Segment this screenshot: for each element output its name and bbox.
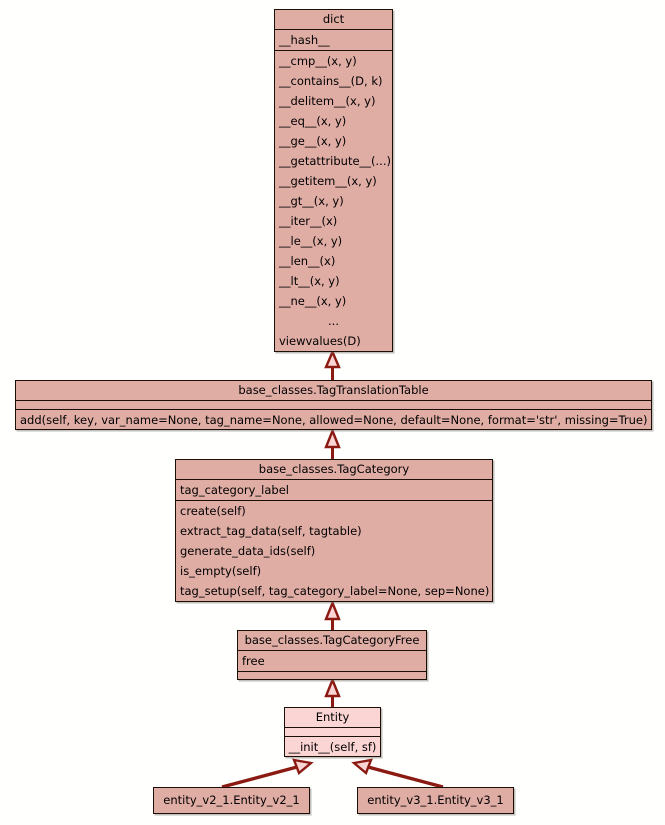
method-row: is_empty(self) xyxy=(180,564,262,578)
edge-entity-to-tagcategoryfree xyxy=(324,676,341,707)
class-attributes-compartment: tag_category_label xyxy=(176,480,492,501)
class-name-entity-v3-1: entity_v3_1.Entity_v3_1 xyxy=(367,793,504,807)
attribute-row: free xyxy=(242,654,265,668)
class-box-entity-v2-1[interactable]: entity_v2_1.Entity_v2_1 xyxy=(153,787,310,814)
class-name-tagcategoryfree: base_classes.TagCategoryFree xyxy=(244,633,420,647)
class-box-dict[interactable]: dict __hash__ __cmp__(x, y) __contains__… xyxy=(274,9,393,352)
method-row: __eq__(x, y) xyxy=(279,114,347,128)
method-row: generate_data_ids(self) xyxy=(180,544,316,558)
class-name-entity: Entity xyxy=(315,710,350,724)
method-row: tag_setup(self, tag_category_label=None,… xyxy=(180,584,490,598)
class-name-dict: dict xyxy=(322,12,345,26)
attributes-empty xyxy=(285,728,380,736)
class-name-entity-v2-1: entity_v2_1.Entity_v2_1 xyxy=(163,793,300,807)
method-row: add(self, key, var_name=None, tag_name=N… xyxy=(20,413,648,427)
edge-tagcategory-to-tagtranslationtable xyxy=(324,427,341,460)
method-row: __ne__(x, y) xyxy=(279,294,347,308)
class-title-compartment: base_classes.TagCategoryFree xyxy=(238,631,426,651)
method-row: __ge__(x, y) xyxy=(279,134,347,148)
class-title-compartment: base_classes.TagCategory xyxy=(176,460,492,480)
class-title-compartment: entity_v3_1.Entity_v3_1 xyxy=(358,788,513,812)
method-row: __gt__(x, y) xyxy=(279,194,344,208)
class-methods-compartment: __cmp__(x, y) __contains__(D, k) __delit… xyxy=(275,51,392,351)
method-row: __lt__(x, y) xyxy=(279,274,340,288)
attribute-row: __hash__ xyxy=(279,33,330,47)
method-row: __cmp__(x, y) xyxy=(279,54,357,68)
class-title-compartment: Entity xyxy=(285,708,380,728)
edge-tagtranslationtable-to-dict xyxy=(324,348,341,380)
class-methods-compartment: create(self) extract_tag_data(self, tagt… xyxy=(176,501,492,601)
class-attributes-compartment: __hash__ xyxy=(275,30,392,51)
class-title-compartment: dict xyxy=(275,10,392,30)
class-box-tagtranslationtable[interactable]: base_classes.TagTranslationTable add(sel… xyxy=(15,380,652,430)
class-name-tagcategory: base_classes.TagCategory xyxy=(258,462,410,476)
method-row: __iter__(x) xyxy=(279,214,338,228)
class-methods-compartment: __init__(self, sf) xyxy=(285,737,380,757)
class-name-tagtranslationtable: base_classes.TagTranslationTable xyxy=(238,383,429,397)
class-title-compartment: base_classes.TagTranslationTable xyxy=(16,381,651,401)
class-attributes-compartment xyxy=(16,401,651,410)
class-box-tagcategoryfree[interactable]: base_classes.TagCategoryFree free xyxy=(237,630,427,680)
edge-entity-v3-1-to-entity xyxy=(351,758,444,789)
methods-empty xyxy=(238,672,426,680)
method-row: __delitem__(x, y) xyxy=(279,94,376,108)
class-attributes-compartment: free xyxy=(238,651,426,672)
class-box-tagcategory[interactable]: base_classes.TagCategory tag_category_la… xyxy=(175,459,493,602)
method-row: __getitem__(x, y) xyxy=(279,174,377,188)
class-box-entity[interactable]: Entity __init__(self, sf) xyxy=(284,707,381,757)
method-row: viewvalues(D) xyxy=(279,334,361,348)
method-row: __le__(x, y) xyxy=(279,234,343,248)
class-attributes-compartment xyxy=(285,728,380,737)
method-row: __init__(self, sf) xyxy=(288,740,377,754)
attribute-row: tag_category_label xyxy=(180,483,289,497)
edge-entity-v2-1-to-entity xyxy=(221,758,314,789)
class-methods-compartment xyxy=(238,672,426,680)
class-title-compartment: entity_v2_1.Entity_v2_1 xyxy=(154,788,309,812)
attributes-empty xyxy=(16,401,651,409)
method-row: __len__(x) xyxy=(279,254,336,268)
method-row-ellipsis: ... xyxy=(328,314,339,328)
edge-tagcategoryfree-to-tagcategory xyxy=(324,599,341,630)
method-row: extract_tag_data(self, tagtable) xyxy=(180,524,362,538)
method-row: create(self) xyxy=(180,504,246,518)
class-methods-compartment: add(self, key, var_name=None, tag_name=N… xyxy=(16,410,651,430)
method-row: __getattribute__(...) xyxy=(279,154,391,168)
class-box-entity-v3-1[interactable]: entity_v3_1.Entity_v3_1 xyxy=(357,787,514,814)
method-row: __contains__(D, k) xyxy=(279,74,383,88)
